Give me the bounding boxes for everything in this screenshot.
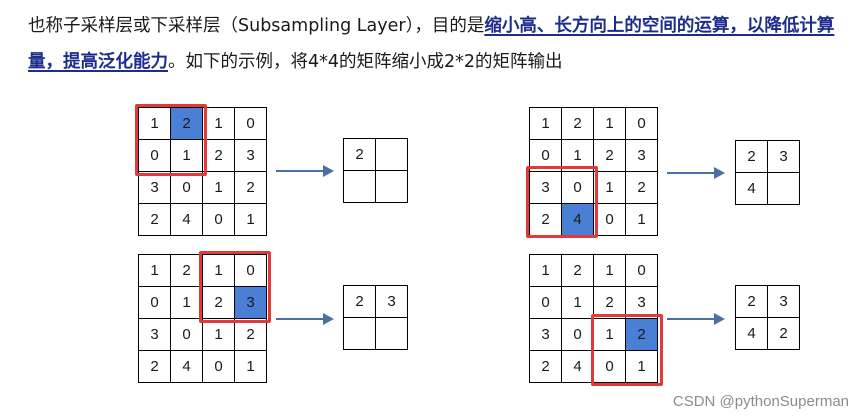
matrix-cell: 0 — [593, 203, 626, 236]
matrix-cell: 0 — [202, 203, 235, 236]
matrix-cell: 2 — [625, 171, 658, 204]
output-cell — [375, 138, 408, 171]
output-cell — [343, 170, 376, 203]
output-matrix-1: 2 — [343, 138, 408, 203]
output-cell: 2 — [735, 140, 768, 173]
matrix-cell: 0 — [625, 254, 658, 287]
matrix-cell: 0 — [593, 350, 626, 383]
matrix-cell: 1 — [234, 350, 267, 383]
output-cell: 2 — [343, 138, 376, 171]
matrix-cell: 2 — [202, 139, 235, 172]
output-cell: 3 — [375, 285, 408, 318]
output-cell: 4 — [735, 317, 768, 350]
matrix-cell: 2 — [138, 350, 171, 383]
intro-highlight: 缩小高、长方向上的空间的运算，以降低计算量，提高泛化能力 — [28, 16, 835, 72]
matrix-cell: 1 — [529, 254, 562, 287]
matrix-cell: 0 — [202, 350, 235, 383]
matrix-cell: 4 — [170, 203, 203, 236]
watermark: CSDN @pythonSuperman — [672, 393, 849, 410]
arrow-icon — [667, 167, 725, 179]
matrix-cell: 0 — [170, 171, 203, 204]
matrix-cell: 3 — [138, 318, 171, 351]
matrix-cell: 0 — [138, 139, 171, 172]
matrix-cell: 0 — [625, 107, 658, 140]
matrix-cell: 1 — [202, 107, 235, 140]
matrix-cell: 1 — [561, 286, 594, 319]
pool-window-2 — [526, 166, 598, 238]
matrix-cell: 1 — [170, 286, 203, 319]
matrix-cell: 1 — [529, 107, 562, 140]
output-cell — [375, 317, 408, 350]
matrix-cell-max: 3 — [234, 286, 267, 319]
matrix-cell: 1 — [202, 318, 235, 351]
intro-text-2: 。如下的示例，将4*4的矩阵缩小成2*2的矩阵输出 — [168, 52, 563, 72]
matrix-cell: 0 — [529, 286, 562, 319]
matrix-cell: 2 — [234, 318, 267, 351]
output-matrix-3: 2 3 — [343, 285, 408, 350]
output-cell: 3 — [767, 285, 800, 318]
output-matrix-2: 2 3 4 — [735, 140, 800, 205]
matrix-cell: 2 — [529, 350, 562, 383]
output-cell — [767, 172, 800, 205]
matrix-cell: 1 — [202, 171, 235, 204]
matrix-cell: 2 — [234, 171, 267, 204]
matrix-cell: 1 — [138, 254, 171, 287]
matrix-cell: 0 — [234, 254, 267, 287]
input-matrix-4: 1 2 1 0 0 1 2 3 3 0 1 2 2 4 0 1 — [529, 254, 658, 383]
matrix-cell: 1 — [593, 107, 626, 140]
intro-text-1: 也称子采样层或下采样层（Subsampling Layer），目的是 — [28, 16, 485, 36]
matrix-cell: 1 — [625, 203, 658, 236]
output-cell: 4 — [735, 172, 768, 205]
output-cell — [375, 170, 408, 203]
input-matrix-1: 1 2 1 0 0 1 2 3 3 0 1 2 2 4 0 1 — [138, 107, 267, 236]
output-cell: 2 — [735, 285, 768, 318]
output-matrix-4: 2 3 4 2 — [735, 285, 800, 350]
matrix-cell-max: 2 — [625, 318, 658, 351]
arrow-icon — [276, 165, 334, 177]
pool-window-3 — [199, 251, 271, 323]
output-cell: 2 — [767, 317, 800, 350]
matrix-cell: 2 — [170, 254, 203, 287]
matrix-cell: 2 — [593, 139, 626, 172]
matrix-cell: 3 — [234, 139, 267, 172]
matrix-cell: 3 — [138, 171, 171, 204]
matrix-cell: 0 — [138, 286, 171, 319]
matrix-cell: 3 — [529, 318, 562, 351]
matrix-cell: 1 — [593, 318, 626, 351]
output-cell — [343, 317, 376, 350]
pool-window-1 — [135, 104, 207, 176]
pool-window-4 — [591, 314, 663, 386]
matrix-cell: 1 — [625, 350, 658, 383]
matrix-cell-max: 4 — [561, 203, 594, 236]
matrix-cell: 1 — [593, 171, 626, 204]
matrix-cell: 2 — [138, 203, 171, 236]
matrix-cell-max: 2 — [170, 107, 203, 140]
matrix-cell: 1 — [234, 203, 267, 236]
matrix-cell: 1 — [593, 254, 626, 287]
matrix-cell: 1 — [138, 107, 171, 140]
matrix-cell: 3 — [625, 139, 658, 172]
output-cell: 3 — [767, 140, 800, 173]
input-matrix-3: 1 2 1 0 0 1 2 3 3 0 1 2 2 4 0 1 — [138, 254, 267, 383]
matrix-cell: 2 — [561, 254, 594, 287]
matrix-cell: 0 — [170, 318, 203, 351]
arrow-icon — [667, 313, 725, 325]
matrix-cell: 4 — [170, 350, 203, 383]
intro-paragraph: 也称子采样层或下采样层（Subsampling Layer），目的是缩小高、长方… — [28, 8, 858, 80]
matrix-cell: 0 — [561, 318, 594, 351]
output-cell: 2 — [343, 285, 376, 318]
matrix-cell: 0 — [234, 107, 267, 140]
arrow-icon — [276, 313, 334, 325]
matrix-cell: 4 — [561, 350, 594, 383]
matrix-cell: 2 — [561, 107, 594, 140]
